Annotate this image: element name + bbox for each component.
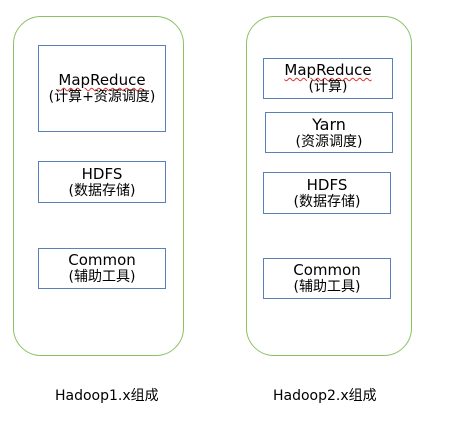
hadoop1-hdfs-box: HDFS (数据存储) xyxy=(38,161,166,203)
hadoop2-yarn-box: Yarn (资源调度) xyxy=(265,112,393,153)
hadoop1-group xyxy=(13,16,184,356)
hadoop2-common-box: Common (辅助工具) xyxy=(263,258,391,299)
hadoop1-caption: Hadoop1.x组成 xyxy=(55,388,159,404)
hadoop2-mapreduce-title: MapReduce xyxy=(284,61,372,80)
hadoop2-common-sub: (辅助工具) xyxy=(293,279,361,296)
hadoop1-common-box: Common (辅助工具) xyxy=(38,248,166,289)
hadoop2-caption: Hadoop2.x组成 xyxy=(273,388,377,404)
hadoop2-yarn-sub: (资源调度) xyxy=(295,133,363,150)
hadoop1-mapreduce-title: MapReduce xyxy=(58,71,146,90)
hadoop1-mapreduce-box: MapReduce (计算+资源调度) xyxy=(38,45,166,132)
hadoop1-common-sub: (辅助工具) xyxy=(68,269,136,286)
hadoop2-hdfs-box: HDFS (数据存储) xyxy=(263,172,391,214)
hadoop2-yarn-title: Yarn xyxy=(312,114,346,134)
hadoop2-mapreduce-sub: (计算) xyxy=(308,79,348,96)
hadoop2-hdfs-sub: (数据存储) xyxy=(293,193,361,210)
hadoop2-group xyxy=(246,16,412,356)
hadoop1-hdfs-title: HDFS xyxy=(81,164,123,183)
hadoop2-hdfs-title: HDFS xyxy=(306,175,348,194)
hadoop2-mapreduce-box: MapReduce (计算) xyxy=(263,58,393,99)
hadoop2-common-title: Common xyxy=(293,261,361,280)
hadoop1-common-title: Common xyxy=(68,251,136,270)
hadoop1-mapreduce-sub: (计算+资源调度) xyxy=(48,89,156,106)
hadoop1-hdfs-sub: (数据存储) xyxy=(68,182,136,199)
